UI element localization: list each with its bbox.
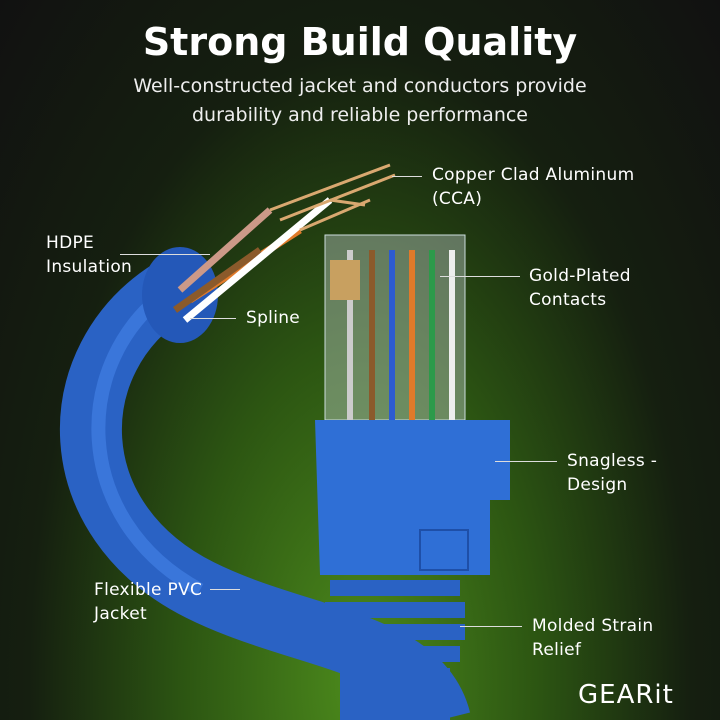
label-snagless-design: Snagless -Design [567, 451, 658, 495]
label-copper-clad-aluminum: Copper Clad Aluminum (CCA) [432, 165, 635, 209]
wires [172, 197, 333, 323]
snagless-boot [315, 420, 510, 575]
copper-strands [269, 163, 396, 232]
gold-contacts [330, 260, 360, 300]
page-title: Strong Build Quality [142, 20, 578, 64]
strain-relief [325, 580, 465, 720]
gearit-logo: GEARit [578, 680, 674, 710]
subtitle: Well-constructed jacket and conductors p… [133, 75, 587, 126]
label-gold-plated-contacts: Gold-Plated Contacts [529, 266, 631, 310]
label-flexible-pvc-jacket: Flexible PVC Jacket [94, 580, 203, 624]
connector-wires [347, 250, 455, 420]
label-spline: Spline [246, 308, 301, 328]
label-molded-strain-relief: Molded Strain Relief [532, 616, 654, 660]
label-hdpe-insulation: HDPE Insulation [46, 233, 133, 277]
